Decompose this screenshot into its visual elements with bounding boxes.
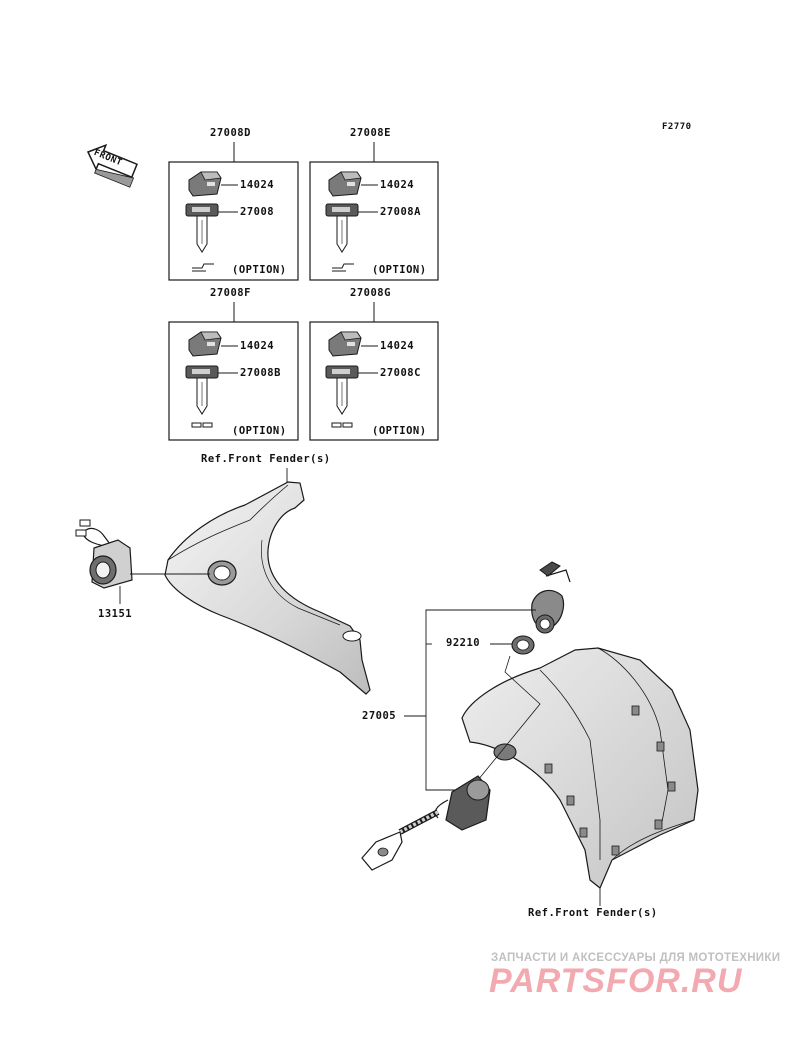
ignition-key-icon (531, 561, 571, 634)
kit-label-d: 27008D (210, 127, 251, 139)
kit-label-e: 27008E (350, 127, 391, 139)
cover-part-d: 14024 (240, 179, 275, 191)
diagram-code: F2770 (662, 122, 692, 132)
key-cover-icon (188, 171, 362, 357)
front-fender-lower (461, 647, 699, 889)
key-icon (185, 203, 359, 415)
front-arrow-icon (86, 143, 138, 188)
option-g: (OPTION) (372, 425, 427, 437)
bracket-27005 (404, 609, 536, 791)
key-part-d: 27008 (240, 206, 275, 218)
watermark-tagline: ЗАПЧАСТИ И АКСЕССУАРЫ ДЛЯ МОТОТЕХНИКИ (491, 952, 781, 964)
key-tag-icon (191, 263, 354, 428)
fender-ref-bottom: Ref.Front Fender(s) (528, 907, 658, 919)
cover-part-g: 14024 (380, 340, 415, 352)
part-92210: 92210 (446, 637, 481, 649)
kit-box-d (168, 142, 299, 281)
front-fender-upper (164, 468, 371, 695)
key-part-f: 27008B (240, 367, 281, 379)
part-27005: 27005 (362, 710, 397, 722)
cover-part-e: 14024 (380, 179, 415, 191)
option-e: (OPTION) (372, 264, 427, 276)
key-part-e: 27008A (380, 206, 421, 218)
watermark-logo: PARTSFOR.RU (489, 962, 743, 1000)
kit-box-f (168, 302, 299, 441)
switch-13151-icon (75, 519, 210, 604)
kit-box-e (309, 142, 439, 281)
part-13151: 13151 (98, 608, 133, 620)
fender-ref-top: Ref.Front Fender(s) (201, 453, 331, 465)
nut-92210-icon (477, 635, 541, 781)
option-d: (OPTION) (232, 264, 287, 276)
key-part-g: 27008C (380, 367, 421, 379)
cover-part-f: 14024 (240, 340, 275, 352)
option-f: (OPTION) (232, 425, 287, 437)
ignition-body-icon (361, 775, 491, 871)
kit-label-f: 27008F (210, 287, 251, 299)
kit-box-g (309, 302, 439, 441)
leader-lines (218, 184, 378, 374)
kit-label-g: 27008G (350, 287, 391, 299)
